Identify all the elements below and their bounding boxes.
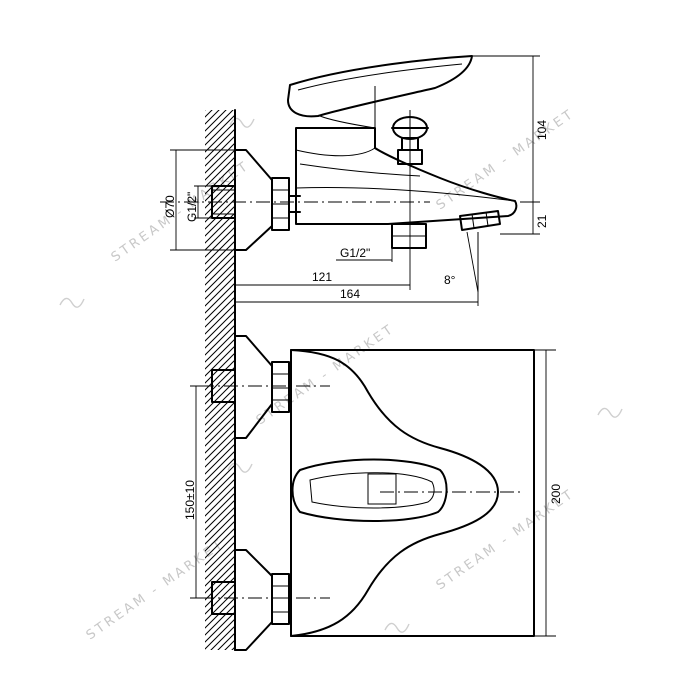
shower-outlet [391,223,427,249]
front-view-dimensions: 150±10 200 [183,349,563,637]
faucet-body [295,127,518,225]
diverter-knob [391,110,429,168]
connection-nut [271,177,290,231]
dimension-center-distance-label: 150±10 [183,480,197,520]
front-body [290,349,535,637]
dimension-angle-label: 8° [444,273,456,287]
front-lever [291,458,448,522]
upper-connector [200,335,330,439]
watermark-logo-icon [597,407,623,418]
dimension-height-upper-label: 104 [535,120,549,140]
dimension-spout-length-long-label: 164 [340,287,360,301]
dimension-spout-length-short-label: 121 [312,270,332,284]
watermark-logo-icon [384,622,410,633]
side-view-dimensions: Ø70 G1/2" G1/2" 104 21 121 164 8° [163,55,549,306]
front-body-curve [290,349,499,637]
front-view [200,335,535,651]
dimension-body-width-label: 200 [549,484,563,504]
watermark-logo-icon [59,297,85,308]
side-view [160,55,518,251]
dimension-thread-outlet-label: G1/2" [340,246,370,260]
lever-handle [287,55,473,118]
wall [205,109,236,651]
dimension-thread-left-label: G1/2" [185,192,199,222]
spout-aerator [459,210,501,231]
watermark-group: STREAM - MARKET STREAM - MARKET STREAM -… [59,106,623,643]
dimension-height-lower-label: 21 [535,214,549,228]
dimension-diameter-label: Ø70 [163,195,177,218]
watermark-text: STREAM - MARKET [434,106,578,213]
